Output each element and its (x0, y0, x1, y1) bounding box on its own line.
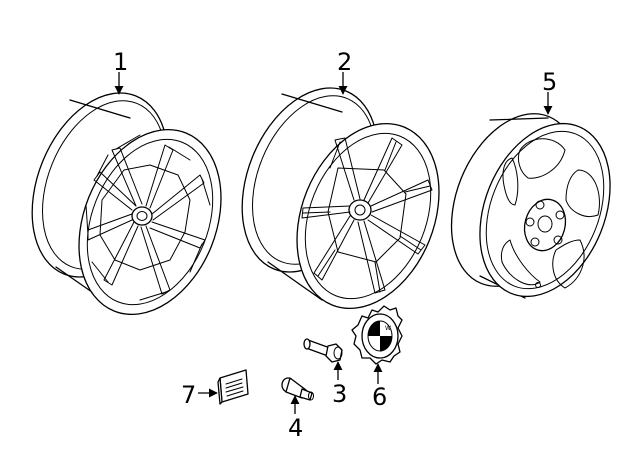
leader-lines (114, 72, 553, 414)
wheel-2-double-spoke-icon (241, 87, 440, 310)
callout-6: 6 (372, 383, 387, 411)
svg-text:W: W (385, 325, 391, 332)
wheel-1-multispoke-icon (31, 92, 222, 316)
hubcap-6-icon: B W (351, 305, 403, 365)
valve-4-icon (281, 377, 314, 401)
wheel-5-spare-icon (450, 113, 611, 299)
bolt-3-icon (303, 338, 343, 363)
callout-3: 3 (332, 380, 347, 408)
callout-5: 5 (542, 68, 557, 96)
svg-text:B: B (375, 325, 379, 332)
callout-7: 7 (181, 381, 196, 409)
callout-2: 2 (337, 48, 352, 76)
callout-4: 4 (288, 414, 303, 442)
callout-1: 1 (113, 48, 128, 76)
weight-7-icon (217, 369, 249, 405)
